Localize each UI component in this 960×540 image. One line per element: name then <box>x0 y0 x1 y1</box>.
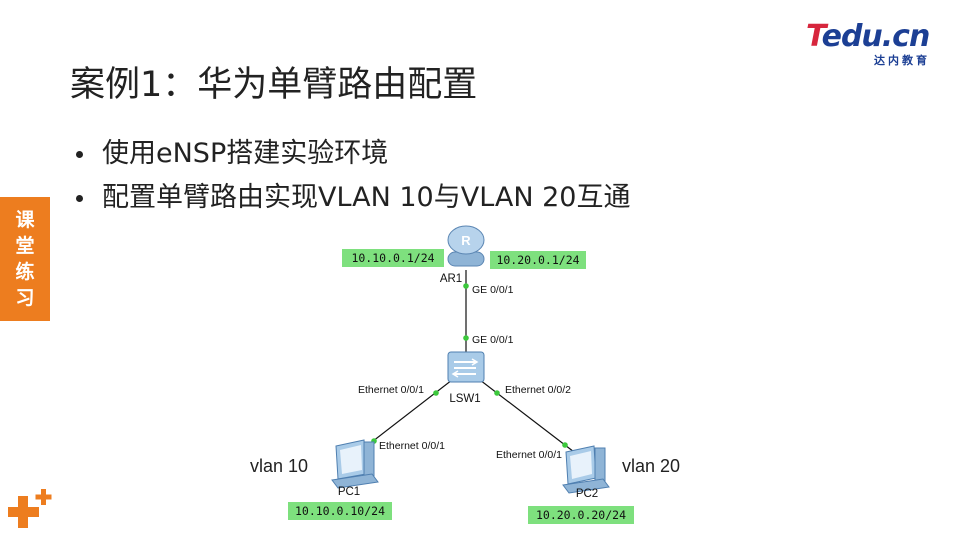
router-ip-left-badge <box>342 249 444 267</box>
switch-port-right-label: Ethernet 0/0/2 <box>505 384 571 396</box>
switch-port-up-label: GE 0/0/1 <box>472 334 514 346</box>
bullet-dot-icon <box>76 151 83 158</box>
pc2-port-label: Ethernet 0/0/1 <box>496 449 562 461</box>
bullet-dot-icon <box>76 195 83 202</box>
pc1-computer-icon <box>331 439 379 489</box>
router-port-label: GE 0/0/1 <box>472 284 514 296</box>
pc2-ip-badge <box>528 506 634 524</box>
port-dot-icon <box>463 335 469 341</box>
pc2-name: PC2 <box>576 488 598 500</box>
pc2-computer-icon <box>562 445 610 494</box>
svg-text:R: R <box>461 233 471 248</box>
router-ip-right: 10.20.0.1/24 <box>496 253 579 267</box>
logo-subtitle: 达内教育 <box>874 54 930 67</box>
port-dot-icon <box>463 283 469 289</box>
router-ip-left: 10.10.0.1/24 <box>351 251 434 265</box>
port-dot-icon <box>562 442 568 448</box>
switch-icon <box>447 351 485 383</box>
slide-title: 案例1：华为单臂路由配置 <box>70 65 478 105</box>
router-name: AR1 <box>440 273 462 285</box>
pc1-vlan-label: vlan 10 <box>250 456 308 476</box>
pc2-vlan-label: vlan 20 <box>622 456 680 476</box>
plus-decoration-icon <box>8 489 52 528</box>
bullet-item: 配置单臂路由实现VLAN 10与VLAN 20互通 <box>72 176 630 220</box>
side-tab-exercise: 课 堂 练 习 <box>0 197 50 321</box>
switch-name: LSW1 <box>449 393 480 405</box>
bullet-list: 使用eNSP搭建实验环境 配置单臂路由实现VLAN 10与VLAN 20互通 <box>72 132 630 220</box>
port-dot-icon <box>494 390 500 396</box>
logo-wordmark: Tedu.cn <box>806 19 930 54</box>
pc1-port-label: Ethernet 0/0/1 <box>379 440 445 452</box>
router-icon: R <box>447 225 485 267</box>
pc1-ip: 10.10.0.10/24 <box>295 504 385 518</box>
port-dot-icon <box>433 390 439 396</box>
pc2-ip: 10.20.0.20/24 <box>536 508 626 522</box>
switch-port-left-label: Ethernet 0/0/1 <box>358 384 424 396</box>
pc1-name: PC1 <box>338 486 360 498</box>
bullet-item: 使用eNSP搭建实验环境 <box>72 132 630 176</box>
pc1-ip-badge <box>288 502 392 520</box>
router-ip-right-badge <box>490 251 586 269</box>
tedu-logo: Tedu.cn 达内教育 <box>806 18 938 68</box>
